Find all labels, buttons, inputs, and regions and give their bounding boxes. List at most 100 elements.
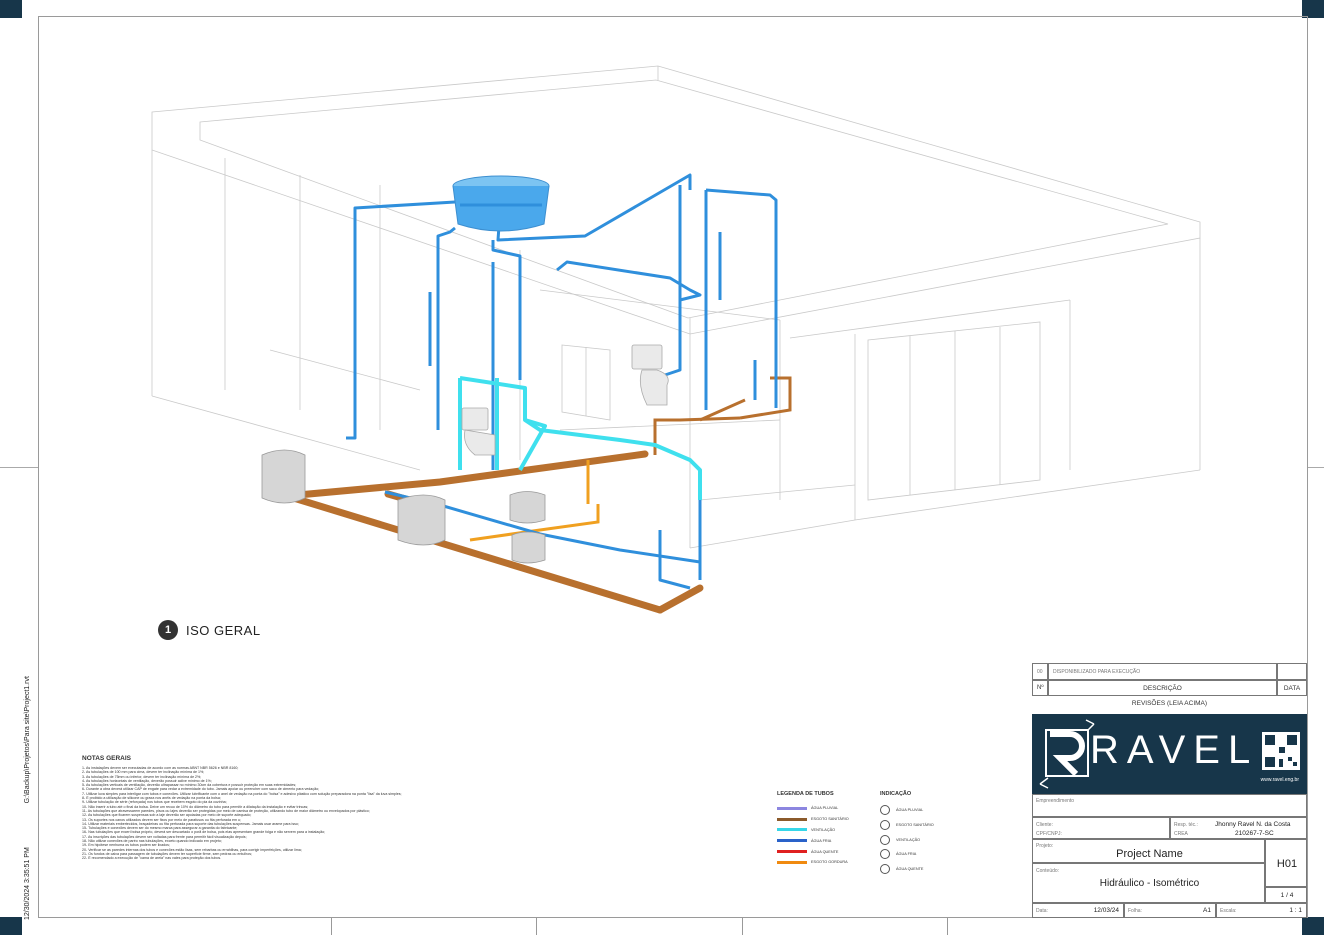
note-line: 4- As tubulações horizontais de ventilaç… [82, 778, 212, 783]
escala-label: Escala: [1220, 908, 1237, 914]
view-number: 1 [158, 620, 178, 640]
view-name: ISO GERAL [186, 622, 261, 638]
notes-title: NOTAS GERAIS [82, 755, 131, 762]
revision-description: DISPONIBILIZADO PARA EXECUÇÃO [1053, 669, 1141, 675]
revision-number: 00 [1037, 669, 1043, 675]
legend-label: ÁGUA PLUVIAL [811, 806, 839, 811]
frame-corner [0, 917, 22, 935]
sheet-border [38, 16, 1308, 918]
indication-label: ESGOTO SANITÁRIO [896, 823, 934, 828]
legend-item: ESGOTO GORDURA [777, 857, 877, 868]
indication-label: ÁGUA FRIA [896, 852, 917, 857]
legend-title: LEGENDA DE TUBOS [777, 791, 834, 797]
resp-label: Resp. téc.: [1174, 822, 1198, 828]
note-line: 20- Verificar se as paredes internas dos… [82, 847, 302, 852]
general-notes: NOTAS GERAIS 1- As instalações devem ser… [82, 755, 502, 861]
legend-label: ÁGUA QUENTE [811, 849, 839, 854]
data-label: Data: [1036, 908, 1048, 914]
frame-corner [1302, 0, 1324, 18]
edge-mark [947, 918, 948, 935]
project-name: Project Name [1116, 848, 1183, 860]
company-logo: RAVEL www.ravel.eng.br [1032, 714, 1307, 794]
revisions-label: REVISÕES (LEIA ACIMA) [1131, 700, 1208, 707]
indication-label: ÁGUA PLUVIAL [896, 808, 924, 813]
edge-mark [742, 918, 743, 935]
cpf-label: CPF/CNPJ: [1036, 831, 1062, 837]
legend-swatch [777, 860, 807, 864]
indication-label: VENTILAÇÃO [896, 837, 921, 842]
note-line: 1- As instalações devem ser executadas d… [82, 766, 239, 770]
sheet-code: H01 [1276, 858, 1298, 870]
legend-item: ÁGUA QUENTE [777, 846, 877, 857]
indication-symbol-icon [880, 805, 890, 816]
empreendimento-label: Empreendimento [1036, 798, 1075, 804]
legend-item: ÁGUA PLUVIAL [777, 803, 877, 814]
frame-corner [1302, 917, 1324, 935]
note-line: 2- As tubulações de 100 mm para cima, de… [82, 770, 205, 775]
indication-item: ÁGUA FRIA [880, 847, 960, 862]
note-line: 22- É recomendado a execução de "cama de… [82, 856, 222, 861]
indication-symbol-icon [880, 864, 890, 875]
grease-pipes [469, 460, 600, 542]
legend-item: ÁGUA FRIA [777, 835, 877, 846]
note-line: 18- Não utilizar conexões de paréo nas t… [82, 839, 222, 844]
inspection-boxes [261, 449, 546, 564]
edge-mark [331, 918, 332, 935]
projeto-label: Projeto: [1036, 843, 1054, 849]
crea-value: 210267-7-SC [1235, 830, 1274, 837]
legend-item: VENTILAÇÃO [777, 825, 877, 836]
website: www.ravel.eng.br [1260, 777, 1299, 783]
note-line: 11- As tubulações que atravessarem pared… [82, 808, 370, 813]
indication-symbol-icon [880, 849, 890, 860]
col-date: DATA [1283, 685, 1301, 692]
note-line: 5- As tubulações verticais de ventilação… [82, 783, 297, 788]
legend-swatch [777, 839, 807, 843]
cliente-label: Cliente: [1036, 822, 1053, 828]
legend-label: VENTILAÇÃO [811, 827, 836, 832]
view-title: 1 ISO GERAL [158, 620, 261, 640]
legend-swatch [777, 850, 807, 854]
note-line: 7- Utilizar luva simples para interligar… [82, 791, 402, 796]
note-line: 19- Em hipótese nenhuma os tubos podem s… [82, 843, 170, 848]
content-value: Hidráulico - Isométrico [1099, 878, 1200, 889]
brand-name: RAVEL [1090, 728, 1259, 772]
escala-value: 1 : 1 [1289, 907, 1302, 914]
water-tank [452, 175, 550, 232]
note-line: 9- Utilizar tubulação de série (reforçad… [82, 800, 227, 805]
edge-mark [536, 918, 537, 935]
revision-date-cell [1277, 663, 1307, 680]
legend-label: ESGOTO SANITÁRIO [811, 817, 849, 822]
conteudo-label: Conteúdo: [1036, 868, 1060, 874]
indication-item: ESGOTO SANITÁRIO [880, 818, 960, 833]
crea-label: CREA [1174, 831, 1188, 837]
note-line: 8- É proibido a utilização de silicone o… [82, 796, 221, 801]
col-num: Nº [1037, 685, 1044, 691]
indication-item: VENTILAÇÃO [880, 832, 960, 847]
indication-symbol-icon [880, 820, 890, 831]
note-line: 14- Utilizar materiais embertecidos, bra… [82, 821, 299, 826]
note-line: 15- Tubulações e conexões devem ser do m… [82, 826, 238, 831]
vent-pipes [458, 376, 702, 500]
edge-mark [1308, 467, 1324, 468]
legend-swatch [777, 817, 807, 821]
indication-label: ÁGUA QUENTE [896, 867, 924, 872]
note-line: 6- Durante a obra deverá utilizar CAP de… [82, 787, 320, 792]
indication-item: ÁGUA QUENTE [880, 862, 960, 877]
indication-legend: INDICAÇÃO ÁGUA PLUVIAL ESGOTO SANITÁRIO … [880, 791, 960, 876]
indication-title: INDICAÇÃO [880, 791, 912, 797]
col-description: DESCRIÇÃO [1143, 685, 1182, 692]
sewer-pipes [283, 450, 704, 614]
legend-swatch [777, 828, 807, 832]
resp-value: Jhonny Ravel N. da Costa [1215, 821, 1291, 828]
legend-label: ESGOTO GORDURA [811, 860, 848, 865]
note-line: 10- Não inserir a tubo até o final da bo… [82, 804, 309, 809]
note-line: 16- Nas tubulações que exceri bolsa próp… [82, 830, 326, 835]
indication-item: ÁGUA PLUVIAL [880, 803, 960, 818]
legend-label: ÁGUA FRIA [811, 838, 832, 843]
note-line: 17- As inscrições das tubulações devem s… [82, 834, 247, 839]
indication-symbol-icon [880, 834, 890, 845]
data-value: 12/03/24 [1093, 907, 1119, 914]
pipe-legend: LEGENDA DE TUBOS ÁGUA PLUVIAL ESGOTO SAN… [777, 791, 877, 868]
